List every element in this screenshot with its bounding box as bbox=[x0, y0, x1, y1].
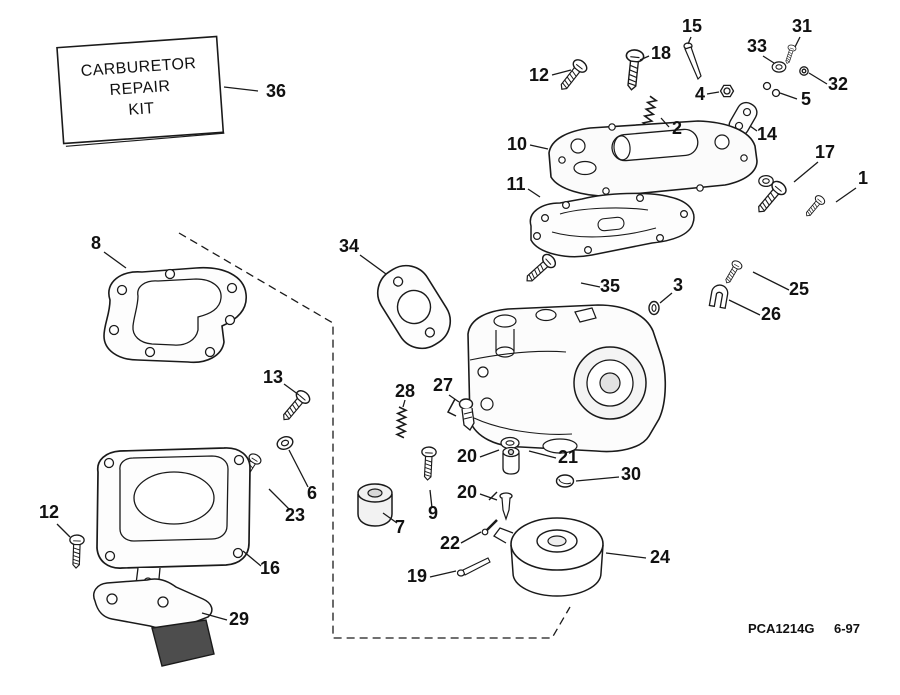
part-35-screw bbox=[521, 251, 559, 288]
repair-kit-box: CARBURETOR REPAIR KIT bbox=[56, 35, 225, 147]
callout-14: 14 bbox=[757, 124, 777, 144]
callout-13: 13 bbox=[263, 367, 283, 387]
part-7-bushing bbox=[357, 483, 393, 527]
part-11-gasket bbox=[529, 192, 695, 258]
part-14-bracket bbox=[728, 101, 758, 137]
part-2-spring bbox=[641, 95, 658, 129]
callout-7: 7 bbox=[395, 517, 405, 537]
part-32-ring bbox=[799, 66, 809, 76]
part-1-screw bbox=[802, 193, 827, 220]
callout-16: 16 bbox=[260, 558, 280, 578]
callout-9: 9 bbox=[428, 503, 438, 523]
part-16-bowl bbox=[96, 447, 251, 594]
part-carburetor-body bbox=[467, 304, 667, 454]
part-19-pin bbox=[456, 557, 491, 577]
part-29-bracket bbox=[93, 578, 215, 667]
callout-17: 17 bbox=[815, 142, 835, 162]
part-3-oring bbox=[648, 300, 660, 316]
part-20-needle bbox=[488, 491, 513, 521]
footer-part-code: PCA1214G bbox=[748, 621, 814, 636]
part-8-gasket bbox=[103, 266, 247, 364]
callout-5: 5 bbox=[801, 89, 811, 109]
part-12b-screw bbox=[68, 534, 85, 569]
callout-10: 10 bbox=[507, 134, 527, 154]
callout-3: 3 bbox=[673, 275, 683, 295]
callout-labels: 36 12 18 15 31 33 32 4 5 2 10 14 17 1 11… bbox=[39, 16, 868, 629]
part-17-washer bbox=[758, 174, 774, 188]
callout-34: 34 bbox=[339, 236, 359, 256]
callout-25: 25 bbox=[789, 279, 809, 299]
callout-6: 6 bbox=[307, 483, 317, 503]
callout-23: 23 bbox=[285, 505, 305, 525]
part-6-washer bbox=[274, 433, 296, 453]
part-22-pin bbox=[481, 519, 498, 536]
callout-20b: 20 bbox=[457, 482, 477, 502]
kit-label-line2: REPAIR bbox=[109, 78, 171, 99]
part-9-screw bbox=[419, 446, 438, 482]
callout-12b: 12 bbox=[39, 502, 59, 522]
callout-22: 22 bbox=[440, 533, 460, 553]
part-28-spring bbox=[396, 406, 407, 439]
callout-11: 11 bbox=[506, 174, 525, 194]
callout-24: 24 bbox=[650, 547, 670, 567]
kit-boundary-dashed-line bbox=[178, 232, 571, 639]
leader-lines bbox=[56, 36, 857, 621]
part-24-float bbox=[493, 517, 604, 597]
part-10-cover bbox=[548, 120, 758, 197]
callout-15: 15 bbox=[682, 16, 702, 36]
callout-2: 2 bbox=[672, 118, 682, 138]
callout-31: 31 bbox=[792, 16, 812, 36]
callout-4: 4 bbox=[695, 84, 705, 104]
part-27-valve bbox=[446, 398, 475, 431]
callout-30: 30 bbox=[621, 464, 641, 484]
callout-18: 18 bbox=[651, 43, 671, 63]
part-5-link bbox=[762, 81, 781, 98]
callout-20a: 20 bbox=[457, 446, 477, 466]
part-20-21-seat bbox=[500, 436, 520, 475]
part-25-screw bbox=[721, 258, 744, 286]
part-31-screw bbox=[782, 43, 798, 66]
part-30-plug bbox=[555, 474, 575, 488]
callout-32: 32 bbox=[828, 74, 848, 94]
part-15-needle bbox=[683, 42, 702, 81]
part-33-washer bbox=[771, 61, 787, 73]
callout-27: 27 bbox=[433, 375, 453, 395]
part-12a-screw bbox=[555, 56, 590, 95]
callout-36: 36 bbox=[266, 81, 286, 101]
part-18-screw bbox=[622, 48, 646, 92]
part-13-screw bbox=[277, 387, 313, 426]
part-34-gasket bbox=[376, 264, 452, 350]
callout-28: 28 bbox=[395, 381, 415, 401]
callout-33: 33 bbox=[747, 36, 767, 56]
callout-19: 19 bbox=[407, 566, 427, 586]
callout-35: 35 bbox=[600, 276, 620, 296]
callout-8: 8 bbox=[91, 233, 101, 253]
callout-26: 26 bbox=[761, 304, 781, 324]
callout-29: 29 bbox=[229, 609, 249, 629]
footer-date-code: 6-97 bbox=[834, 621, 860, 636]
callout-1: 1 bbox=[858, 168, 868, 188]
part-26-clip bbox=[708, 284, 729, 309]
part-4-nut bbox=[719, 84, 735, 98]
kit-label-line3: KIT bbox=[128, 100, 155, 119]
callout-21: 21 bbox=[558, 447, 578, 467]
callout-12a: 12 bbox=[529, 65, 549, 85]
